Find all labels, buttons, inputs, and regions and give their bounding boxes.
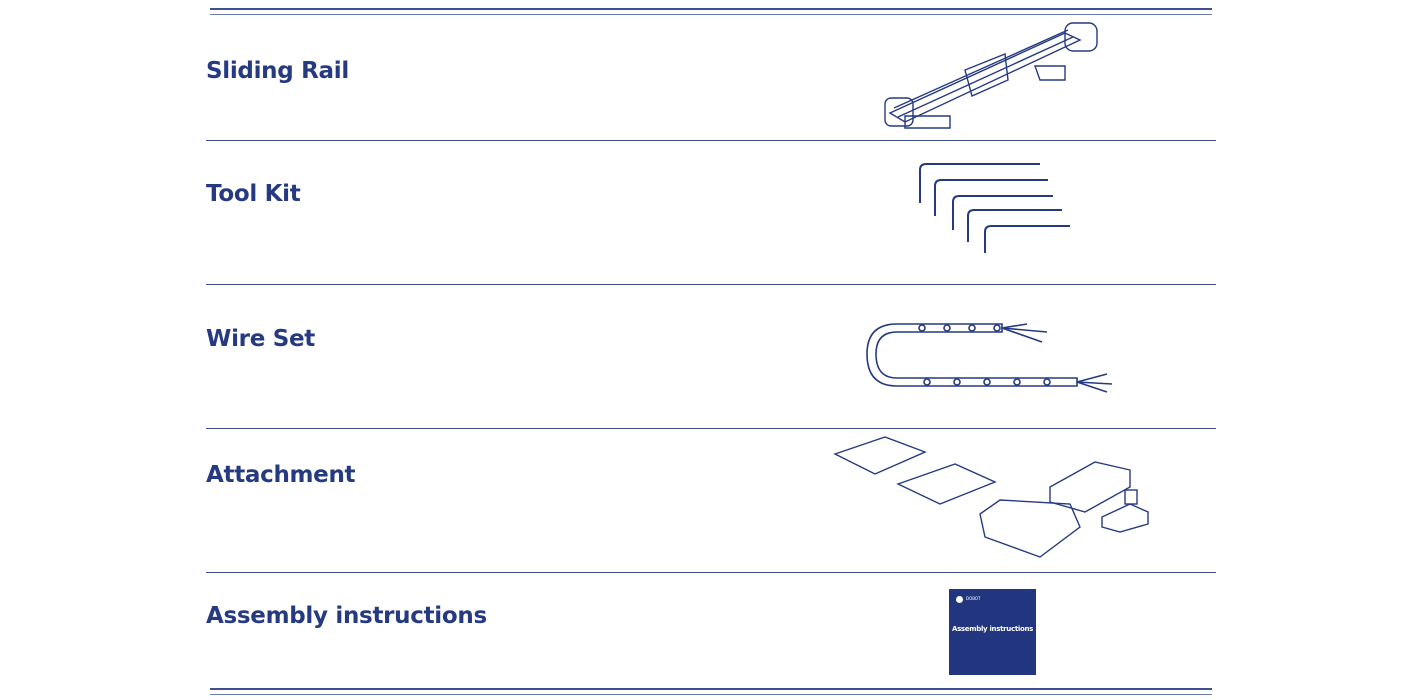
divider [206,428,1216,429]
top-rule [210,8,1212,15]
attachment-plates-image [833,436,1149,558]
divider [206,140,1216,141]
booklet-brand: DOBOT [966,596,981,601]
divider [206,572,1216,573]
divider [206,284,1216,285]
brand-logo-icon [956,596,963,603]
item-label-assembly-instructions: Assembly instructions [206,603,487,629]
item-label-wire-set: Wire Set [206,326,315,352]
item-label-attachment: Attachment [206,462,356,488]
hex-key-set-image [919,163,1070,253]
sliding-rail-image [884,22,1098,129]
cable-chain-image [866,323,1113,393]
booklet-title: Assembly instructions [951,625,1034,633]
item-label-sliding-rail: Sliding Rail [206,58,349,84]
manual-booklet-image: DOBOT Assembly instructions [949,589,1036,675]
bottom-rule [210,688,1212,695]
item-label-tool-kit: Tool Kit [206,181,301,207]
